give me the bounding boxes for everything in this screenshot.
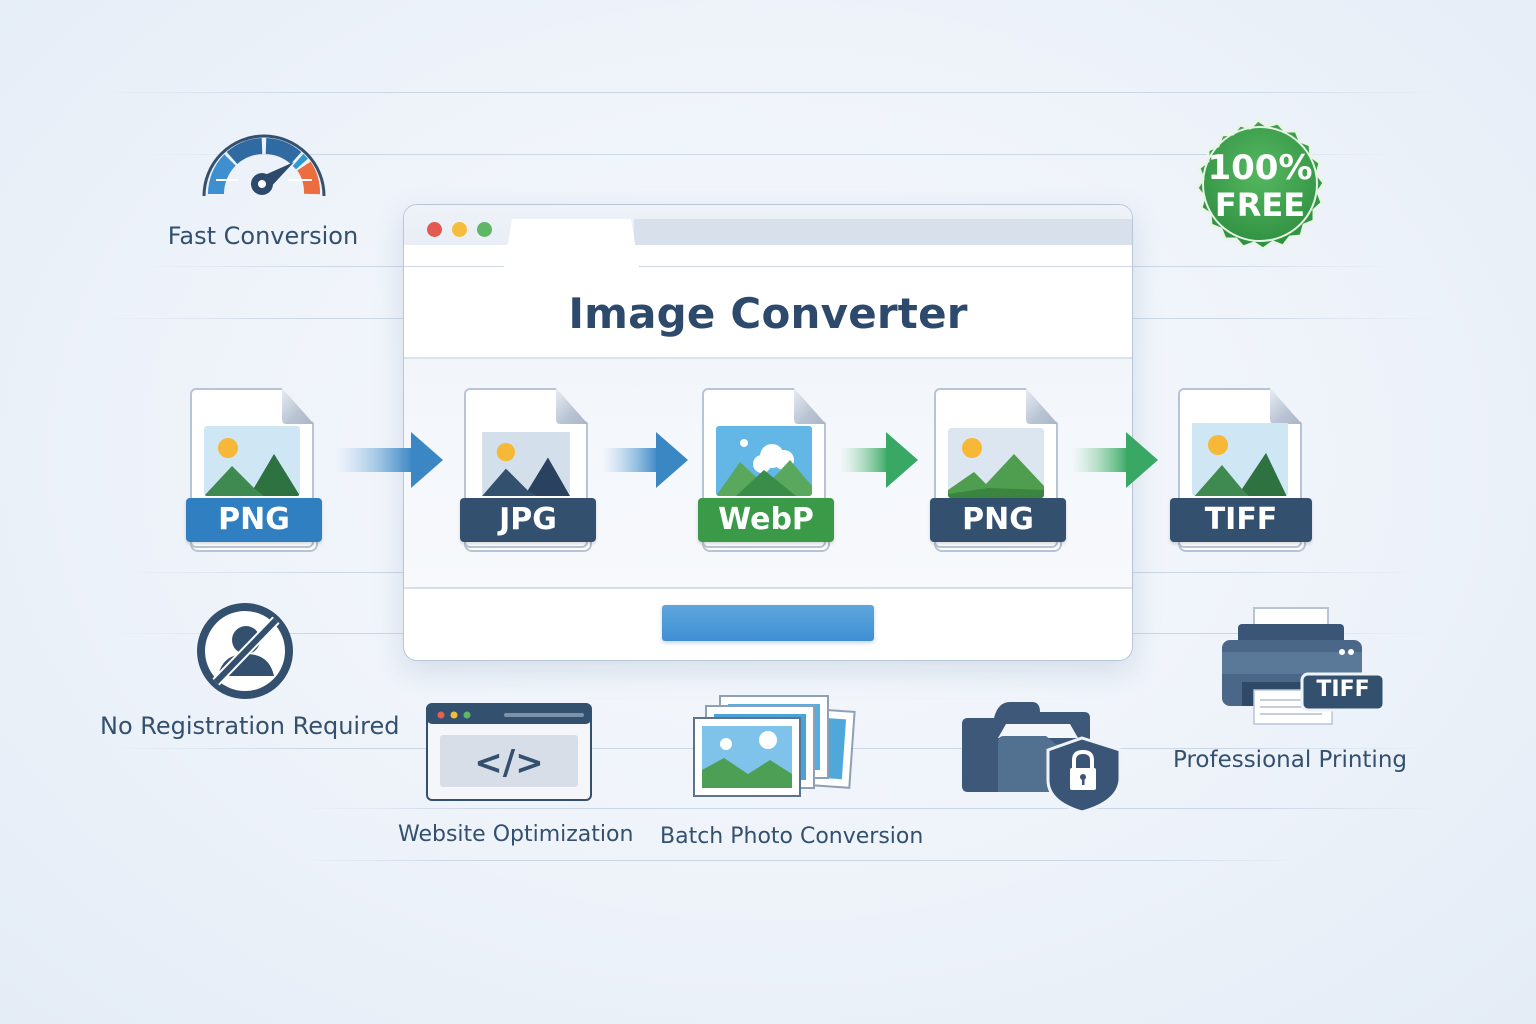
divider	[140, 154, 1400, 155]
page-title: Image Converter	[568, 289, 968, 338]
file-png-source: PNG	[186, 388, 322, 556]
arrow-right-icon	[1072, 432, 1158, 488]
feature-fast-conversion: Fast Conversion	[167, 222, 359, 250]
divider	[300, 860, 1300, 861]
feature-no-registration: No Registration Required	[100, 712, 400, 740]
landscape-icon	[482, 432, 570, 496]
landscape-icon	[204, 426, 300, 496]
file-jpg: JPG	[460, 388, 596, 556]
speedometer-icon	[202, 134, 326, 197]
window-minimize-dot[interactable]	[452, 222, 467, 237]
divider	[404, 357, 1132, 359]
printer-icon	[1222, 607, 1386, 725]
photo-stack-icon	[693, 695, 856, 797]
format-label: PNG	[186, 498, 322, 542]
arrow-right-icon	[840, 432, 918, 488]
file-tiff: TIFF	[1170, 388, 1312, 556]
feature-professional-printing: Professional Printing	[1172, 747, 1407, 773]
landscape-icon	[948, 428, 1044, 498]
printer-format-badge: TIFF	[1316, 677, 1370, 702]
landscape-icon	[716, 426, 812, 496]
browser-tab[interactable]	[504, 219, 639, 267]
convert-button[interactable]	[662, 605, 874, 641]
arrow-right-icon	[335, 432, 443, 488]
badge-line2: FREE	[1214, 186, 1306, 224]
no-user-icon	[197, 603, 293, 699]
address-strip	[634, 219, 1132, 245]
arrow-right-icon	[602, 432, 688, 488]
seal-icon	[1195, 118, 1326, 251]
format-label: JPG	[460, 498, 596, 542]
file-png: PNG	[930, 388, 1066, 556]
window-close-dot[interactable]	[427, 222, 442, 237]
feature-website-optimization: Website Optimization	[398, 822, 634, 847]
format-label: PNG	[930, 498, 1066, 542]
format-label: TIFF	[1170, 498, 1312, 542]
free-badge: 100% FREE	[1185, 114, 1335, 258]
code-glyph: </>	[474, 743, 543, 783]
feature-batch-conversion: Batch Photo Conversion	[660, 824, 924, 849]
file-fold	[1026, 388, 1058, 424]
file-webp: WebP	[698, 388, 834, 556]
format-label: WebP	[698, 498, 834, 542]
window-maximize-dot[interactable]	[477, 222, 492, 237]
divider	[300, 808, 1440, 809]
code-window-icon: </>	[426, 703, 592, 801]
badge-line1: 100%	[1207, 148, 1313, 188]
divider	[404, 587, 1132, 589]
secure-folder-icon	[962, 702, 1122, 814]
file-fold	[1270, 388, 1302, 424]
divider	[100, 92, 1440, 93]
landscape-icon	[1192, 423, 1288, 496]
